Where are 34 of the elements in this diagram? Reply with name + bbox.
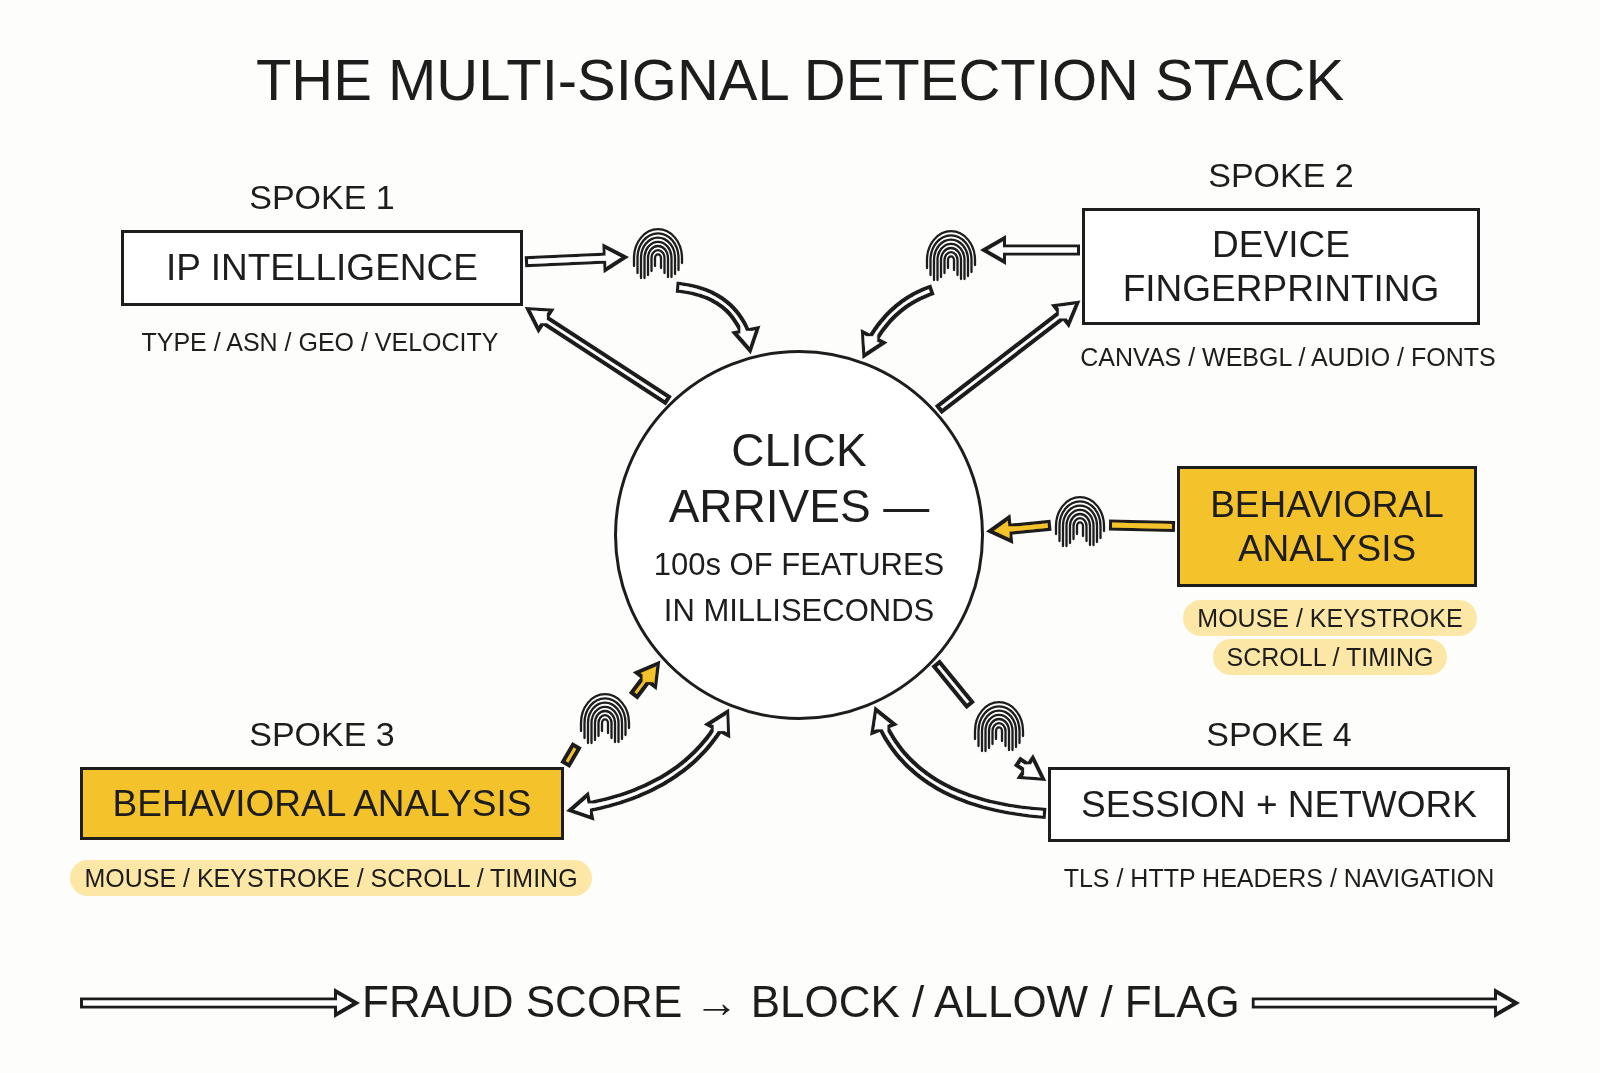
result-label: FRAUD SCORE → BLOCK / ALLOW / FLAG xyxy=(362,975,1240,1029)
spoke-label: SPOKE 3 xyxy=(249,714,395,754)
arrow xyxy=(860,284,938,360)
arrow xyxy=(934,300,1081,415)
spoke-label: SPOKE 4 xyxy=(1206,714,1352,754)
spoke-box: SESSION + NETWORK xyxy=(1048,767,1510,842)
arrow xyxy=(628,660,661,700)
arrow xyxy=(80,988,360,1019)
arrow xyxy=(1251,988,1520,1019)
signal-list: MOUSE / KEYSTROKE / SCROLL / TIMING xyxy=(70,860,592,896)
diagram-title: THE MULTI-SIGNAL DETECTION STACK xyxy=(255,46,1345,114)
signal-list: TYPE / ASN / GEO / VELOCITY xyxy=(141,326,499,358)
signal-list: CANVAS / WEBGL / AUDIO / FONTS xyxy=(1080,341,1496,373)
signal-list: SCROLL / TIMING xyxy=(1212,639,1448,675)
connector-line xyxy=(560,741,582,769)
connector-line xyxy=(931,659,975,710)
spoke-box: BEHAVIORAL ANALYSIS xyxy=(1177,466,1477,587)
spoke-box: DEVICE FINGERPRINTING xyxy=(1082,208,1480,325)
arrow xyxy=(980,235,1080,265)
arrow xyxy=(985,514,1052,544)
spoke-label: SPOKE 1 xyxy=(249,177,395,217)
signal-list: TLS / HTTP HEADERS / NAVIGATION xyxy=(1063,862,1495,894)
connector-line xyxy=(1108,519,1176,532)
spoke-label: SPOKE 2 xyxy=(1208,155,1354,195)
arrow xyxy=(524,243,629,274)
signal-list: MOUSE / KEYSTROKE xyxy=(1183,600,1477,636)
hub-title: CLICK ARRIVES — xyxy=(667,423,931,534)
arrow xyxy=(566,708,731,821)
spoke-box: BEHAVIORAL ANALYSIS xyxy=(80,767,564,840)
hub-subtitle: 100s OF FEATURES IN MILLISECONDS xyxy=(652,546,946,630)
arrow xyxy=(1013,753,1047,781)
arrow xyxy=(870,706,1047,819)
spoke-box: IP INTELLIGENCE xyxy=(121,230,523,306)
arrow xyxy=(524,307,672,406)
